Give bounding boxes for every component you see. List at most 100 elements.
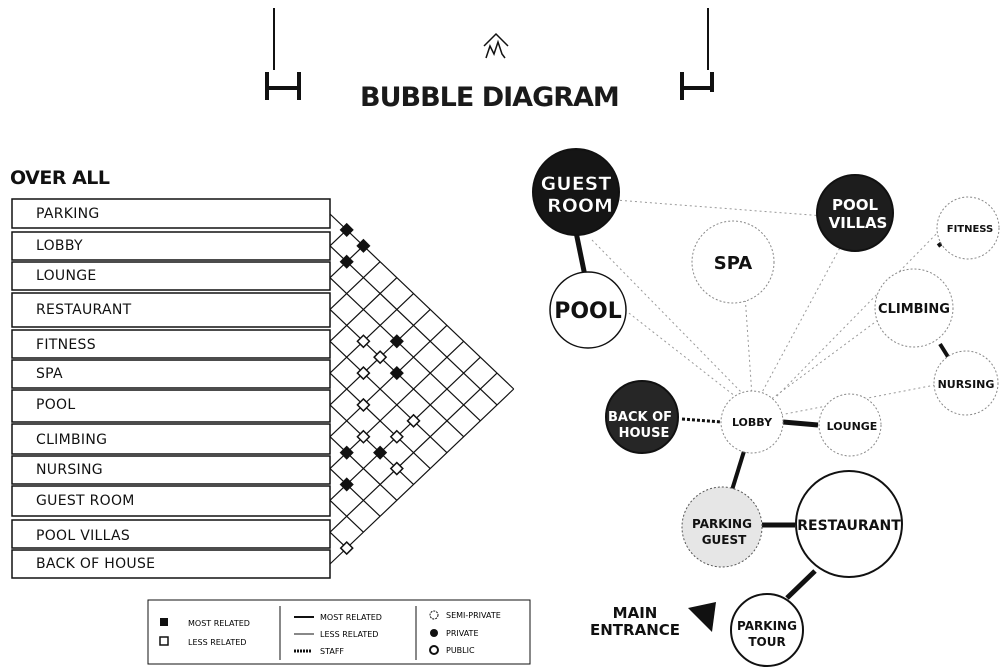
matrix-line <box>329 388 515 565</box>
matrix-line <box>329 293 414 374</box>
relationship-marks <box>339 222 421 556</box>
bubble-climbing <box>874 268 954 348</box>
bubble-nursing <box>933 350 999 416</box>
less-related-swatch <box>159 636 169 646</box>
matrix-line <box>329 277 398 342</box>
less-related-mark <box>389 429 404 444</box>
matrix-line <box>329 340 448 454</box>
most-related-mark <box>373 445 388 460</box>
nursing-label: NURSING <box>938 378 995 391</box>
matrix-row-label: CLIMBING <box>36 432 108 448</box>
left-title-bracket <box>265 8 301 100</box>
guest-room-label-1: GUEST <box>541 173 612 195</box>
parking-tour-label-2: TOUR <box>748 635 785 649</box>
matrix-row-label: RESTAURANT <box>36 302 132 318</box>
entrance-line-2: ENTRANCE <box>590 621 680 639</box>
spa-label: SPA <box>714 253 753 274</box>
bubble-parking-guest <box>681 486 763 568</box>
connection-lines <box>573 199 959 600</box>
bubble-guest-room <box>532 148 620 236</box>
matrix-row-label: FITNESS <box>36 337 96 353</box>
legend-less-related: LESS RELATED <box>188 638 246 647</box>
back-of-house-label-1: BACK OF <box>608 410 672 425</box>
most-related-mark <box>389 334 404 349</box>
bubble-lounge <box>818 393 882 457</box>
matrix-line <box>329 404 414 485</box>
legend-line-staff: STAFF <box>320 647 344 656</box>
parking-guest-label-1: PARKING <box>692 517 752 531</box>
legend-public: PUBLIC <box>446 646 475 655</box>
legend-line-most-related: MOST RELATED <box>320 613 382 622</box>
less-related-mark <box>339 541 354 556</box>
entrance-line-1: MAIN <box>612 604 658 622</box>
climbing-label: CLIMBING <box>878 302 950 317</box>
less-related-mark <box>373 350 388 365</box>
most-related-mark <box>339 445 354 460</box>
main-entrance-label: MAIN ENTRANCE <box>590 605 680 639</box>
matrix-row-label: BACK OF HOUSE <box>36 556 156 572</box>
most-related-mark <box>339 477 354 492</box>
legend-most-related: MOST RELATED <box>188 619 250 628</box>
bubble-pool-villas <box>816 174 894 252</box>
parking-guest-label-2: GUEST <box>702 533 747 547</box>
parking-tour-label-1: PARKING <box>737 619 797 633</box>
lobby-label: LOBBY <box>732 416 773 429</box>
private-icon <box>430 629 438 637</box>
lounge-label: LOUNGE <box>827 420 878 433</box>
logo-icon <box>483 32 509 59</box>
matrix-title: OVER ALL <box>10 167 110 189</box>
matrix-line <box>329 340 465 469</box>
less-related-mark <box>406 413 421 428</box>
right-title-bracket <box>680 8 714 100</box>
less-related-mark <box>356 429 371 444</box>
page-title: BUBBLE DIAGRAM <box>360 82 620 113</box>
fitness-label: FITNESS <box>947 224 994 235</box>
relationship-matrix <box>329 213 515 565</box>
semi-private-icon <box>429 610 439 620</box>
bubble-restaurant <box>795 470 903 578</box>
matrix-line <box>329 356 481 501</box>
legend-semi-private: SEMI-PRIVATE <box>446 611 501 620</box>
pool-villas-label-1: POOL <box>832 196 878 214</box>
most-related-mark <box>339 222 354 237</box>
entrance-arrow-icon <box>688 602 716 632</box>
most-related-swatch <box>160 618 168 626</box>
restaurant-label: RESTAURANT <box>797 518 901 534</box>
pool-label: POOL <box>554 299 622 324</box>
matrix-row-label: LOUNGE <box>36 268 97 284</box>
matrix-row-label: POOL <box>36 397 76 413</box>
public-icon <box>429 645 439 655</box>
matrix-line <box>329 213 515 390</box>
matrix-row-label: GUEST ROOM <box>36 493 135 509</box>
matrix-row-label: POOL VILLAS <box>36 528 131 544</box>
matrix-row-label: SPA <box>36 366 63 382</box>
bubble-lobby <box>720 390 784 454</box>
matrix-row-label: NURSING <box>36 462 103 478</box>
most-related-mark <box>389 366 404 381</box>
bubble-spa <box>691 220 775 304</box>
matrix-line <box>329 324 448 438</box>
matrix-line <box>329 372 498 533</box>
matrix-label-boxes <box>11 198 331 579</box>
bubbles: GUEST ROOM POOL SPA POOL VILLAS FITNESS … <box>532 148 1000 667</box>
less-related-mark <box>356 334 371 349</box>
matrix-row-label: LOBBY <box>36 238 83 254</box>
matrix-row-label: PARKING <box>36 206 100 222</box>
most-related-mark <box>356 238 371 253</box>
less-related-mark <box>389 461 404 476</box>
matrix-line <box>329 468 381 517</box>
legend: MOST RELATED LESS RELATED MOST RELATED L… <box>147 599 531 665</box>
matrix-line <box>329 261 381 310</box>
less-related-mark <box>356 366 371 381</box>
less-related-mark <box>356 397 371 412</box>
bubble-fitness <box>936 196 1000 260</box>
legend-private: PRIVATE <box>446 629 479 638</box>
bubble-pool <box>549 271 627 349</box>
back-of-house-label-2: HOUSE <box>619 426 670 441</box>
most-related-mark <box>339 254 354 269</box>
bubble-parking-tour <box>730 593 804 667</box>
guest-room-label-2: ROOM <box>547 195 613 217</box>
matrix-line <box>329 277 481 422</box>
